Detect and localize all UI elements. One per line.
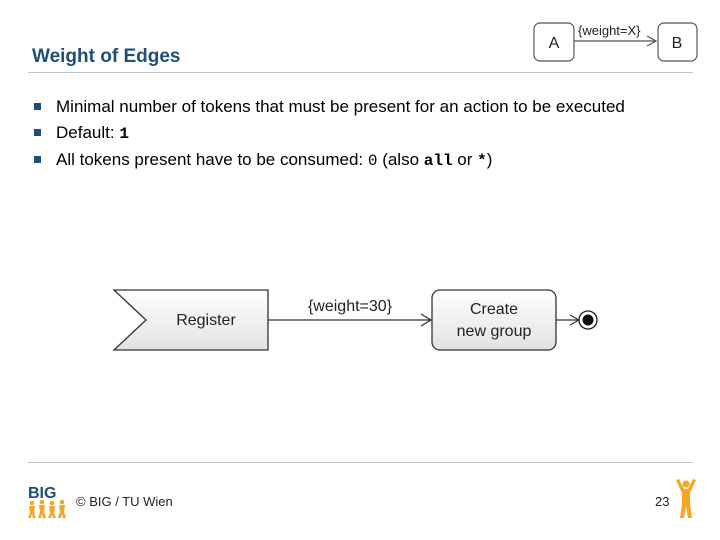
accept-event-label: Register [176,312,236,329]
big-logo-figures [28,499,66,518]
slide-title: Weight of Edges [32,46,181,67]
bullet-list: Minimal number of tokens that must be pr… [34,94,674,174]
mini-node-b [657,22,698,62]
footer-divider [28,462,693,463]
accept-event-register [112,289,269,351]
page-number: 23 [655,494,670,509]
mini-node-a-label: A [549,35,560,52]
code-zero-value: 0 [367,152,378,170]
cheering-figure-icon [676,479,696,518]
mini-node-a [533,22,575,62]
bullet-item: Minimal number of tokens that must be pr… [34,94,674,120]
activity-diagram: Register {weight=30} Create new group [112,289,598,351]
bullet-text-or: or [452,150,478,169]
weighted-edge-arrowhead [420,313,433,327]
activity-final-node-center [582,314,594,326]
code-star-value: * [477,152,487,170]
code-default-value: 1 [119,125,129,143]
bullet-text: All tokens present have to be consumed: [56,150,368,169]
action-label-line2: new group [457,323,532,340]
bullet-item: Default: 1 [34,120,674,147]
bullet-text-mid: (also [377,150,424,169]
mini-edge-arrowhead [646,35,658,47]
weighted-edge-label: {weight=30} [308,298,393,315]
bullet-square-icon [34,156,41,163]
bullet-square-icon [34,103,41,110]
bullet-text: Default: [56,123,120,142]
code-all-value: all [423,152,453,170]
bullet-item: All tokens present have to be consumed: … [34,147,674,174]
big-logo-text: BIG [28,485,56,502]
title-divider [28,72,693,73]
footer-copyright: © BIG / TU Wien [76,494,173,509]
bullet-text-end: ) [486,150,493,169]
bullet-square-icon [34,129,41,136]
mini-edge-label: {weight=X} [578,23,641,38]
big-logo-icon: BIG [28,485,66,518]
mini-node-b-label: B [672,35,683,52]
action-label-line1: Create [470,301,518,318]
bullet-text: Minimal number of tokens that must be pr… [56,97,625,116]
action-create-new-group [431,289,557,351]
mini-diagram: A {weight=X} B [533,22,698,62]
